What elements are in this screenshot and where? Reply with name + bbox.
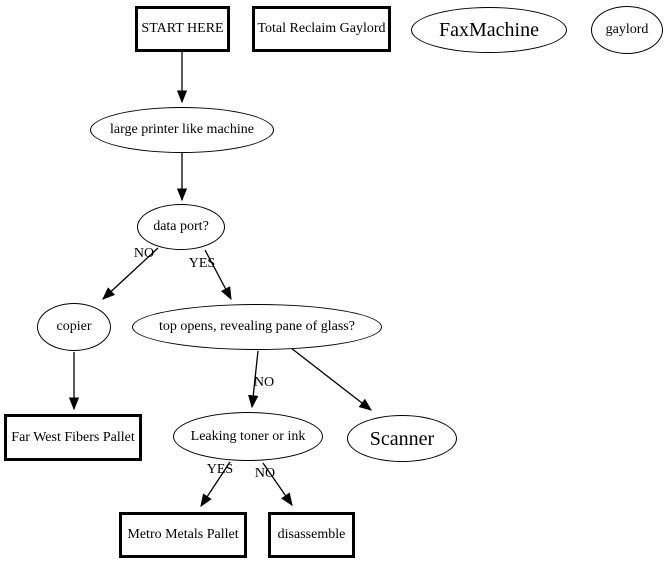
node-scanner: Scanner — [347, 415, 457, 462]
node-data-port: data port? — [137, 204, 225, 250]
node-faxmachine: FaxMachine — [411, 7, 567, 53]
node-disassemble: disassemble — [268, 512, 355, 558]
node-total-reclaim-gaylord: Total Reclaim Gaylord — [252, 6, 391, 52]
edge-label-leaking-no: NO — [254, 466, 276, 481]
edge-top-opens-to-scanner — [290, 347, 373, 411]
node-far-west-fibers: Far West Fibers Pallet — [4, 414, 142, 461]
edge-label-leaking-yes: YES — [206, 462, 234, 477]
edge-data-port-to-top-opens — [204, 249, 232, 301]
edge-label-top-opens-no: NO — [253, 375, 275, 390]
node-start-here: START HERE — [135, 6, 230, 52]
node-gaylord: gaylord — [591, 6, 663, 54]
edge-top-opens-to-leaking — [248, 350, 259, 409]
edge-data-port-to-copier — [102, 247, 159, 300]
node-metro-metals: Metro Metals Pallet — [119, 512, 247, 558]
node-copier: copier — [37, 303, 111, 351]
edge-label-data-port-no: NO — [133, 246, 155, 261]
node-top-opens: top opens, revealing pane of glass? — [132, 304, 382, 350]
edge-leaking-to-metro — [200, 461, 231, 508]
node-large-printer: large printer like machine — [90, 107, 274, 153]
node-leaking-toner: Leaking toner or ink — [173, 412, 323, 461]
edge-leaking-to-disassemble — [262, 462, 293, 507]
edge-label-data-port-yes: YES — [188, 256, 216, 271]
